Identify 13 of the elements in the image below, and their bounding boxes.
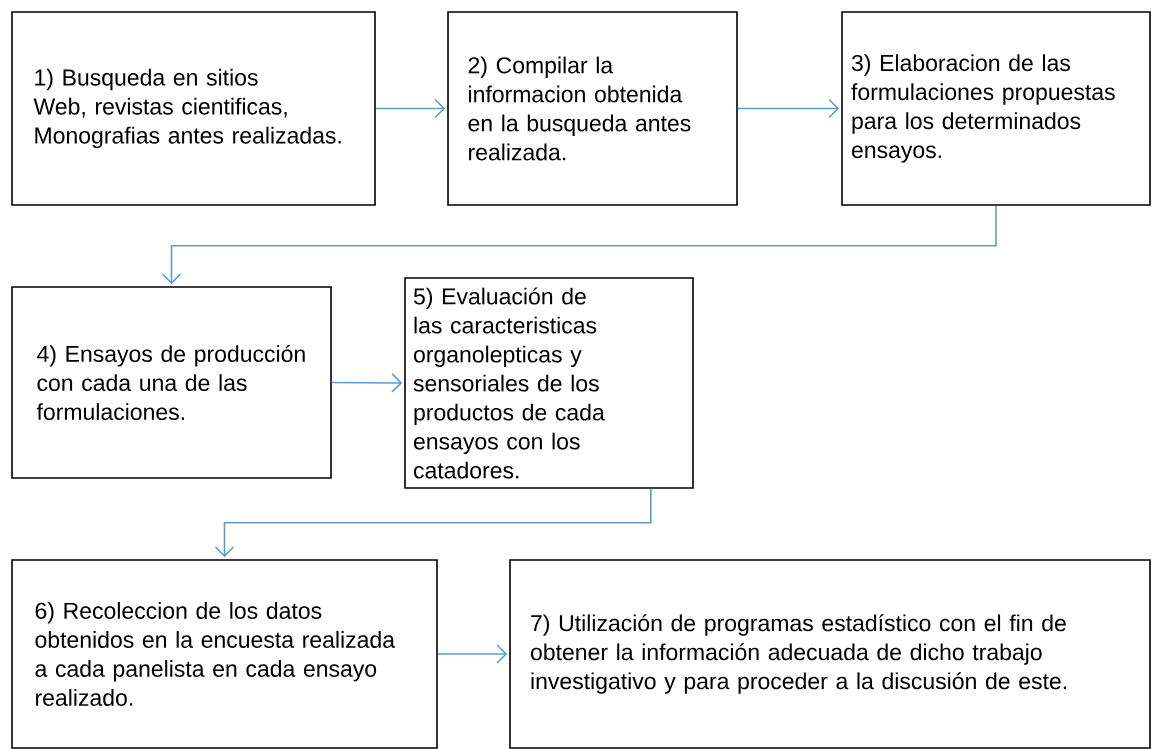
arrow <box>375 98 446 119</box>
arrow <box>737 98 840 119</box>
step-box: 6) Recoleccion de los datos obtenidos en la encuesta realizada a cada panelista en cada ensayo realizado. <box>11 559 438 749</box>
arrow <box>161 205 997 285</box>
step-box: 2) Compilar la informacion obtenida en la busqueda antes realizada. <box>447 11 738 206</box>
step-box: 7) Utilización de programas estadístico con el fin de obtener la información adecuada de dicho trabajo investigativo y para proceder a la discusión de este. <box>509 559 1151 749</box>
step-box: 5) Evaluación de las caracteristicas organolepticas y sensoriales de los productos de cada ensayos con los catadores. <box>404 277 694 489</box>
step-box: 3) Elaboracion de las formulaciones propuestas para los determinados ensayos. <box>841 11 1151 206</box>
arrow <box>437 644 508 664</box>
arrow <box>214 488 652 558</box>
arrow <box>331 373 403 393</box>
step-box: 1) Busqueda en sitios Web, revistas cientificas, Monografias antes realizadas. <box>11 11 376 206</box>
step-box: 4) Ensayos de producción con cada una de las formulaciones. <box>11 286 332 479</box>
